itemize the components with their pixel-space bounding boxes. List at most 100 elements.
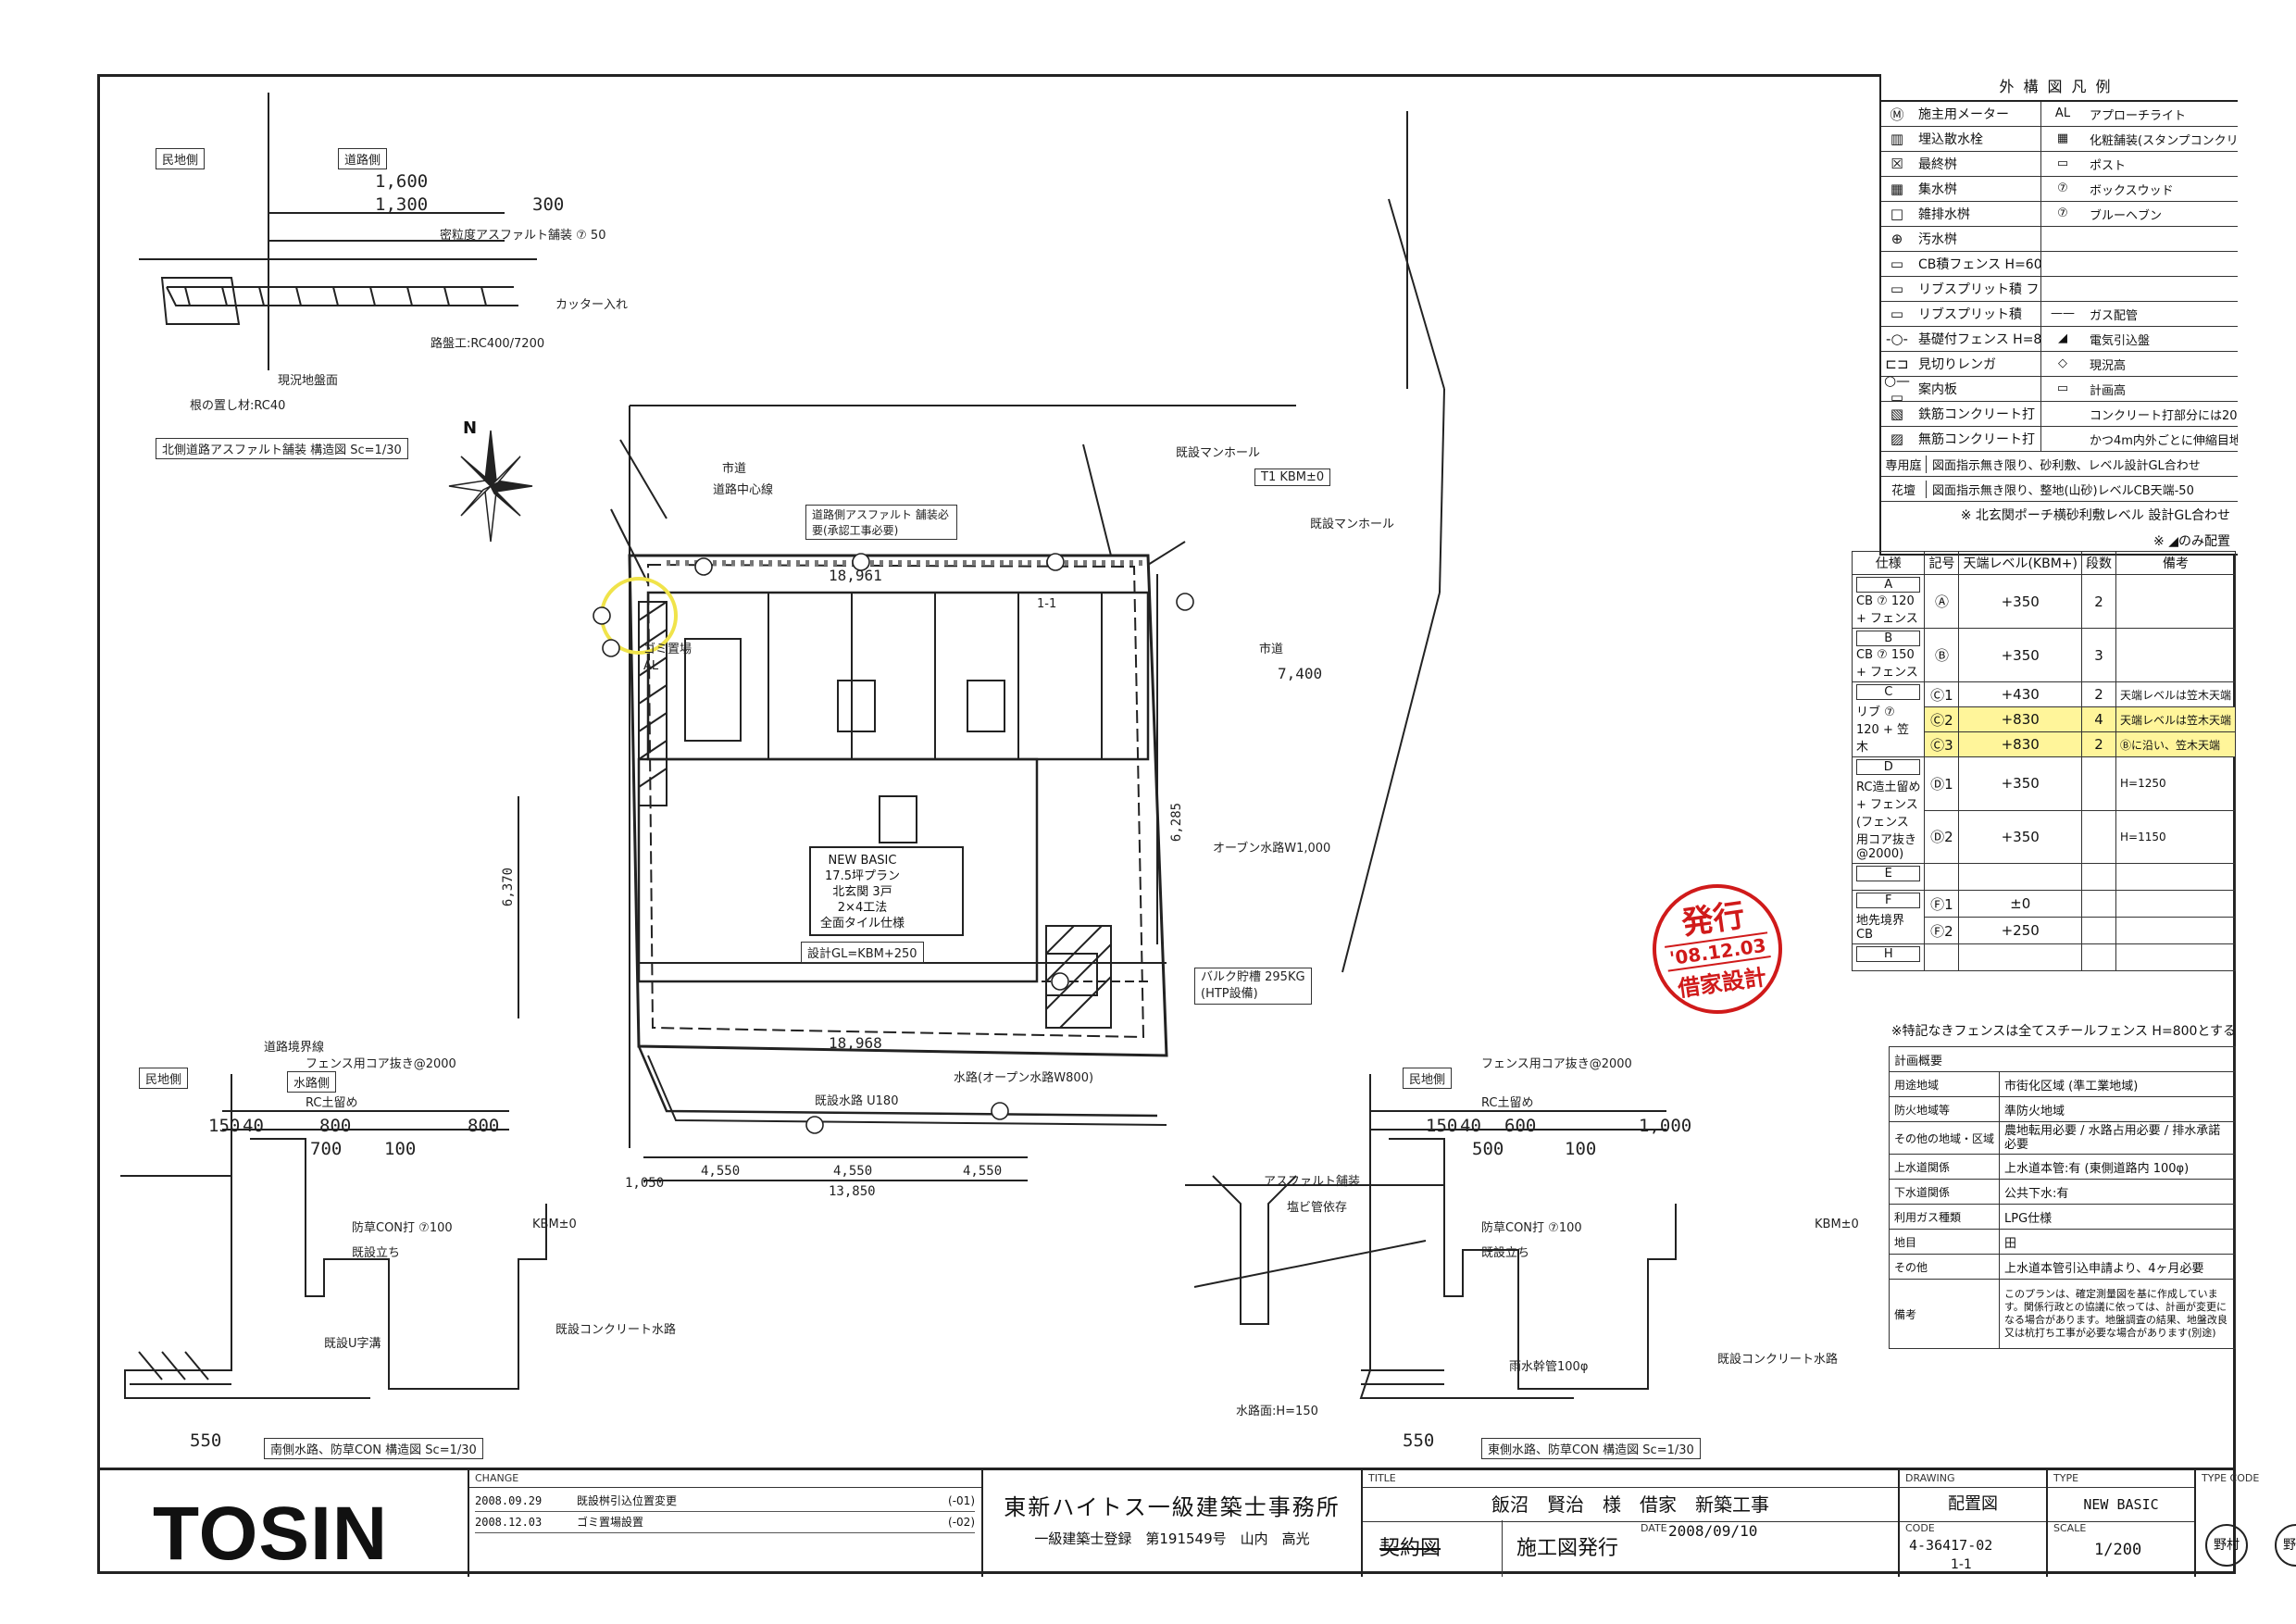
plan-value: このプランは、確定測量図を基に作成しています。関係行政との協議に依っては、計画が… (1999, 1279, 2236, 1349)
spec-mark (1924, 863, 1960, 891)
spec-mark: Ⓑ (1924, 628, 1960, 682)
spec-note (2115, 890, 2237, 918)
spec-header-level: 天端レベル(KBM+) (1958, 551, 2082, 575)
legend-area-key: 花壇 (1890, 483, 1915, 498)
drawing-date: 2008/09/10 (1668, 1522, 1758, 1540)
spec-steps (2080, 809, 2116, 864)
spec-mark: Ⓓ1 (1924, 756, 1960, 811)
legend-symbol: Ⓜ (1890, 106, 1904, 123)
sheet-number: 1-1 (1951, 1557, 1972, 1572)
dim-vertical: 6,370 (501, 867, 517, 907)
right-rc-wall: RC土留め (1481, 1096, 1534, 1110)
design-gl-label: 設計GL=KBM+250 (801, 942, 924, 963)
top-detail-dim-300: 300 (532, 194, 565, 215)
code-label: CODE (1905, 1522, 1935, 1534)
spec-row: E (1851, 863, 2237, 891)
right-section-caption: 東側水路、防草CON 構造図 Sc=1/30 (1481, 1438, 1701, 1459)
spec-note: 天端レベルは笠木天端 (2115, 681, 2237, 707)
top-detail-base-label: 路盤工:RC400/7200 (430, 337, 545, 351)
plan-row: 地目田 (1888, 1229, 2236, 1255)
spec-mark: Ⓒ2 (1924, 706, 1960, 732)
legend-row: ▨無筋コンクリート打かつ4m内外ごとに伸縮目地施工 (1881, 427, 2238, 452)
dim-width-bottom: 18,968 (829, 1034, 882, 1052)
spec-note (2115, 574, 2237, 629)
plan-value: 田 (1999, 1229, 2236, 1255)
plan-value: 上水道本管:有 (東側道路内 100φ) (1999, 1154, 2236, 1180)
legend-symbol-2: ▭ (2040, 377, 2084, 401)
top-detail-cutter-label: カッター入れ (555, 298, 629, 312)
approval-seal-2: 野村 (2275, 1524, 2296, 1567)
spec-row: Ⓕ2+250 (1853, 917, 2237, 944)
plan-key: 利用ガス種類 (1888, 1204, 2001, 1230)
legend-label: CB積フェンス H=600 (1918, 257, 2040, 272)
top-detail-private-label: 民地側 (156, 148, 206, 169)
legend-symbol: □ (1890, 206, 1904, 222)
right-dim-40: 40 (1460, 1116, 1481, 1136)
legend-label: リブスプリット積 (1918, 307, 2022, 322)
spec-header-note: 備考 (2115, 551, 2237, 575)
left-dim-700: 700 (310, 1139, 343, 1159)
legend-symbol-2: ⑦ (2040, 177, 2084, 201)
legend-label-2: かつ4m内外ごとに伸縮目地施工 (2090, 433, 2238, 448)
spec-steps (2080, 917, 2116, 944)
plan-row: 防火地域等準防火地域 (1888, 1096, 2236, 1122)
legend-symbol: ▨ (1890, 431, 1904, 447)
plan-title: 計画概要 (1889, 1046, 2236, 1072)
top-detail-ground-label: 現況地盤面 (278, 374, 339, 388)
spec-steps (2080, 863, 2116, 891)
spec-note: 天端レベルは笠木天端 (2115, 706, 2237, 732)
legend-symbol-2: ▭ (2040, 152, 2084, 176)
drawing-cell: DRAWING 配置図 CODE 4-36417-02 1-1 (1898, 1470, 2046, 1577)
top-detail-caption: 北側道路アスファルト舗装 構造図 Sc=1/30 (156, 438, 408, 459)
left-dim-800: 800 (319, 1116, 352, 1136)
spec-group-letter: D (1856, 759, 1921, 775)
dim-total: 13,850 (829, 1184, 876, 1199)
legend-symbol-2 (2040, 427, 2084, 451)
legend-symbol-2: AL (2040, 102, 2084, 126)
legend-label-2: 電気引込盤 (2090, 333, 2151, 348)
legend-symbol: ▥ (1890, 131, 1904, 147)
legend-row: ▭リブスプリット積——ガス配管 (1881, 302, 2238, 327)
spec-level: +430 (1958, 681, 2082, 707)
left-weed-con: 防草CON打 ⑦100 (352, 1221, 453, 1235)
spec-group-letter: A (1856, 577, 1921, 593)
legend-label-2: コンクリート打部分には20㎡ (2090, 408, 2238, 423)
left-dim-800b: 800 (468, 1116, 500, 1136)
spec-note (2115, 863, 2237, 891)
open-waterway-label: 水路(オープン水路W800) (954, 1071, 1094, 1085)
office-license: 一級建築士登録 第191549号 山内 高光 (1034, 1530, 1310, 1547)
spec-header-mark: 記号 (1924, 551, 1960, 575)
manhole-label-2: 既設マンホール (1310, 518, 1395, 531)
spec-level: ±0 (1958, 890, 2082, 918)
plan-key: 備考 (1888, 1279, 2001, 1349)
right-storm-pipe: 雨水幹管100φ (1509, 1360, 1589, 1374)
legend-row: ⊏⊐見切りレンガ◇現況高 (1881, 352, 2238, 377)
legend-label: 基礎付フェンス H=800 (1918, 332, 2040, 347)
change-label: CHANGE (475, 1472, 519, 1484)
office-block: 東新ハイトス一級建築士事務所 一級建築士登録 第191549号 山内 高光 (981, 1470, 1361, 1577)
spec-group-letter: B (1856, 631, 1921, 646)
legend-label-2: 現況高 (2090, 358, 2127, 373)
left-dim-550: 550 (190, 1430, 222, 1451)
legend-symbol-2: ◢ (2040, 327, 2084, 351)
legend-row: ▭リブスプリット積 フェンス H=800 (1881, 277, 2238, 302)
left-existing: 既設立ち (352, 1246, 401, 1260)
house-spec-1: 17.5坪プラン (825, 869, 900, 883)
spec-group-name: 地先境界CB (1856, 914, 1905, 942)
spec-steps: 2 (2080, 731, 2116, 757)
waterway-u180: 既設水路 U180 (815, 1094, 899, 1108)
spec-header-spec: 仕様 (1851, 551, 1926, 575)
dim-bottom-3: 4,550 (963, 1164, 1003, 1179)
spec-mark: Ⓓ2 (1924, 809, 1960, 864)
spec-group-name: CB ⑦ 120 + フェンス (1856, 594, 1918, 626)
scale-value: 1/200 (2094, 1541, 2142, 1559)
legend-label-2: 計画高 (2090, 383, 2127, 398)
